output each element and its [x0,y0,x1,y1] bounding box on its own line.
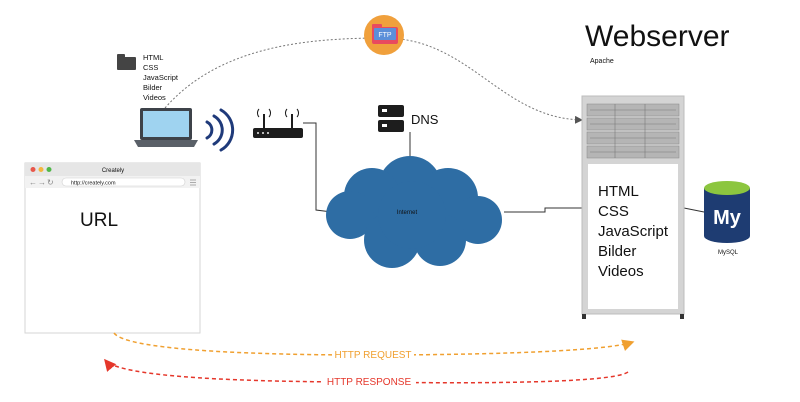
http-request-label: HTTP REQUEST [334,350,411,361]
server-file-list: HTML CSS JavaScript Bilder Videos [598,183,669,280]
server-file-item: Videos [598,263,644,280]
menu-icon [190,179,196,186]
folder-file-item: HTML [143,53,163,62]
folder-file-item: CSS [143,63,158,72]
folder-icon [117,54,136,70]
server-file-item: JavaScript [598,223,669,240]
server-file-item: CSS [598,203,629,220]
folder-file-item: Videos [143,93,166,102]
dns-label: DNS [411,112,439,127]
close-dot-icon [30,167,36,172]
dns-server-icon [378,105,404,132]
mysql-logo-text: My [713,207,742,229]
folder-file-list: HTML CSS JavaScript Bilder Videos [143,53,179,102]
ftp-label: FTP [378,32,392,39]
server-title: Webserver [585,20,730,53]
browser-window: Creately ← → ↻ http://creately.com URL [24,162,201,334]
back-arrow-icon: ← [29,178,37,187]
wifi-signal-icon [205,108,235,152]
http-request-arrow [113,332,635,356]
http-response-label: HTTP RESPONSE [327,377,412,388]
router-to-internet-line [303,122,333,213]
forward-arrow-icon: → [38,178,46,187]
internet-cloud [326,156,502,268]
mysql-label: MySQL [718,250,739,256]
browser-content-label: URL [80,210,118,231]
internet-to-server-line [504,207,582,213]
server-to-mysql-line [683,207,705,213]
browser-title: Creately [102,168,124,174]
folder-file-item: Bilder [143,83,163,92]
laptop-icon [134,108,198,147]
server-file-item: Bilder [598,243,636,260]
mysql-database-icon: My [704,181,750,243]
server-subtitle: Apache [590,58,614,65]
server-rack [581,95,685,319]
address-bar [61,177,186,187]
router-icon [253,108,303,138]
server-file-item: HTML [598,183,639,200]
address-text: http://creately.com [71,181,116,187]
reload-icon: ↻ [47,178,54,187]
ftp-icon: FTP [364,15,404,55]
maximize-dot-icon [46,167,52,172]
minimize-dot-icon [38,167,44,172]
folder-file-item: JavaScript [143,73,179,82]
server-units [586,103,680,159]
internet-label: Internet [397,210,418,216]
